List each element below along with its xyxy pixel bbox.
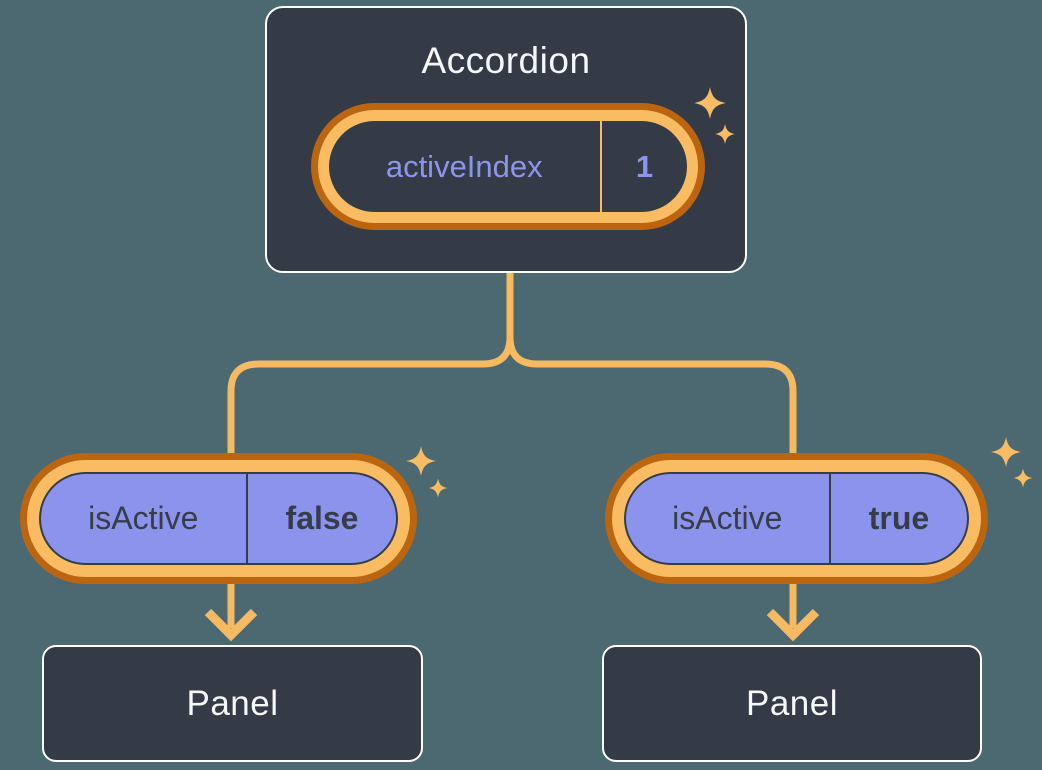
sparkle-icon xyxy=(406,446,436,476)
panel-node-right: Panel xyxy=(602,645,982,762)
panel-label-right: Panel xyxy=(745,683,839,723)
state-value: 1 xyxy=(635,148,654,184)
sparkle-icon xyxy=(428,478,448,498)
down-arrow-left xyxy=(204,584,258,642)
prop-pill-right-ring: isActive true xyxy=(612,460,981,577)
state-pill: activeIndex 1 xyxy=(311,103,705,230)
prop-pill-right-divider xyxy=(828,474,831,563)
prop-name-right: isActive xyxy=(672,500,783,536)
prop-pill-left-body: isActive false xyxy=(39,472,398,565)
state-pill-divider xyxy=(599,121,602,212)
prop-value-right: true xyxy=(868,500,930,536)
state-pill-body: activeIndex 1 xyxy=(329,121,687,212)
connector-right-branch xyxy=(506,271,797,455)
prop-value-left: false xyxy=(285,500,359,536)
prop-pill-left-ring: isActive false xyxy=(27,460,410,577)
state-pill-ring: activeIndex 1 xyxy=(318,110,698,223)
accordion-title: Accordion xyxy=(421,40,591,81)
prop-pill-right: isActive true xyxy=(605,453,988,584)
prop-pill-right-body: isActive true xyxy=(624,472,969,565)
down-arrow-right xyxy=(766,584,820,642)
sparkle-icon xyxy=(991,437,1021,467)
panel-node-left: Panel xyxy=(42,645,423,762)
prop-name-left: isActive xyxy=(88,500,199,536)
state-name: activeIndex xyxy=(385,148,543,184)
prop-pill-left: isActive false xyxy=(20,453,417,584)
sparkle-icon xyxy=(1013,468,1033,488)
connector-left-branch xyxy=(227,271,514,455)
prop-pill-left-divider xyxy=(245,474,248,563)
panel-label-left: Panel xyxy=(186,683,279,723)
